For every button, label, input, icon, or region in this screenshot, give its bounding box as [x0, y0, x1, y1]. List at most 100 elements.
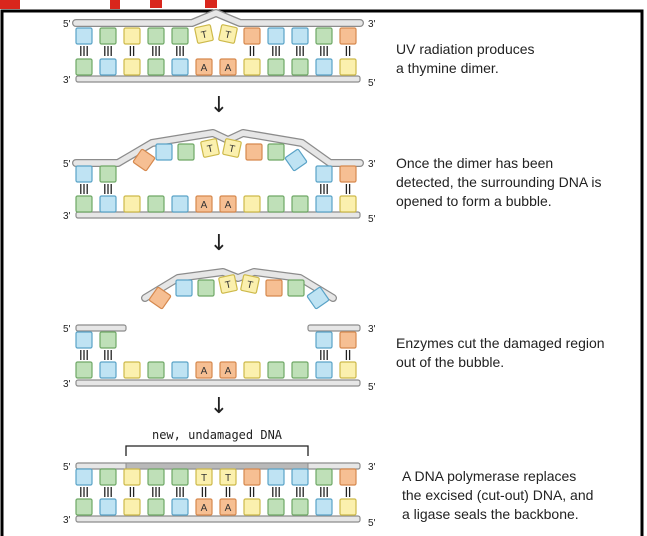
base-square — [155, 143, 173, 161]
base-letter: T — [225, 473, 231, 484]
thymine-dimer-base: T — [218, 24, 238, 44]
base-square — [265, 279, 283, 297]
base-square — [147, 27, 165, 45]
bottom-base — [291, 195, 309, 213]
bottom-base: A — [195, 195, 213, 213]
base-square — [315, 27, 333, 45]
base-square — [75, 468, 93, 486]
excised-base — [306, 286, 330, 310]
base-square — [339, 468, 357, 486]
base-square — [222, 138, 242, 158]
bottom-base — [339, 498, 357, 516]
three-prime-label: 3' — [63, 515, 71, 526]
base-square — [99, 361, 117, 379]
bottom-base — [339, 195, 357, 213]
base-letter: T — [206, 143, 214, 155]
repaired-backbone-segment — [125, 462, 309, 470]
base-square — [315, 195, 333, 213]
three-prime-label: 3' — [368, 159, 376, 170]
step-4-caption: A DNA polymerase replaces the excised (c… — [402, 468, 594, 522]
bottom-base: A — [219, 361, 237, 379]
base-square — [339, 27, 357, 45]
top-backbone-left — [75, 324, 127, 332]
base-square — [267, 143, 285, 161]
base-square — [243, 361, 261, 379]
base-square — [123, 468, 141, 486]
base-square — [267, 468, 285, 486]
base-square — [291, 468, 309, 486]
base-square — [339, 331, 357, 349]
base-square — [315, 468, 333, 486]
base-letter: A — [225, 503, 232, 514]
top-base — [291, 468, 309, 486]
bottom-base — [291, 361, 309, 379]
three-prime-label: 3' — [368, 324, 376, 335]
bottom-base — [315, 195, 333, 213]
base-square — [171, 58, 189, 76]
top-base — [99, 468, 117, 486]
bottom-base — [75, 498, 93, 516]
top-base — [171, 468, 189, 486]
bottom-base — [123, 195, 141, 213]
base-square — [243, 27, 261, 45]
three-prime-label: 3' — [63, 379, 71, 390]
base-square — [267, 27, 285, 45]
base-square — [243, 58, 261, 76]
bracket-line — [125, 445, 309, 456]
bottom-base: A — [195, 58, 213, 76]
base-square — [219, 195, 237, 213]
base-square — [195, 361, 213, 379]
base-square — [267, 58, 285, 76]
base-square — [195, 195, 213, 213]
bottom-backbone — [75, 75, 361, 83]
top-base — [75, 331, 93, 349]
base-square — [75, 361, 93, 379]
base-square — [99, 195, 117, 213]
bottom-base — [291, 498, 309, 516]
five-prime-label: 5' — [368, 518, 376, 529]
top-base — [123, 468, 141, 486]
base-square — [315, 165, 333, 183]
base-square — [219, 58, 237, 76]
base-square — [147, 468, 165, 486]
bottom-base — [291, 58, 309, 76]
top-base — [147, 468, 165, 486]
base-square — [219, 468, 237, 486]
base-square — [75, 195, 93, 213]
bottom-backbone — [75, 515, 361, 523]
base-square — [219, 361, 237, 379]
base-square — [194, 24, 214, 44]
base-square — [195, 498, 213, 516]
excised-base — [265, 279, 283, 297]
base-square — [99, 165, 117, 183]
base-letter: A — [225, 200, 232, 211]
top-base — [267, 27, 285, 45]
thymine-dimer-base: T — [218, 274, 238, 294]
top-base — [315, 331, 333, 349]
base-square — [287, 279, 305, 297]
top-base — [339, 331, 357, 349]
excised-base — [175, 279, 193, 297]
bottom-base: A — [195, 498, 213, 516]
base-square — [291, 498, 309, 516]
base-square — [123, 498, 141, 516]
red-accent-mark — [205, 0, 217, 8]
base-square — [195, 58, 213, 76]
base-square — [171, 27, 189, 45]
bottom-base — [147, 195, 165, 213]
base-letter: A — [225, 63, 232, 74]
bottom-base — [171, 361, 189, 379]
base-square — [171, 195, 189, 213]
down-arrow-icon: ↓ — [210, 394, 228, 419]
base-square — [171, 361, 189, 379]
top-base — [243, 468, 261, 486]
base-square — [291, 195, 309, 213]
base-square — [315, 331, 333, 349]
base-square — [243, 195, 261, 213]
top-base — [123, 27, 141, 45]
bottom-base — [315, 58, 333, 76]
base-square — [339, 361, 357, 379]
base-letter: A — [201, 366, 208, 377]
bottom-base — [267, 195, 285, 213]
